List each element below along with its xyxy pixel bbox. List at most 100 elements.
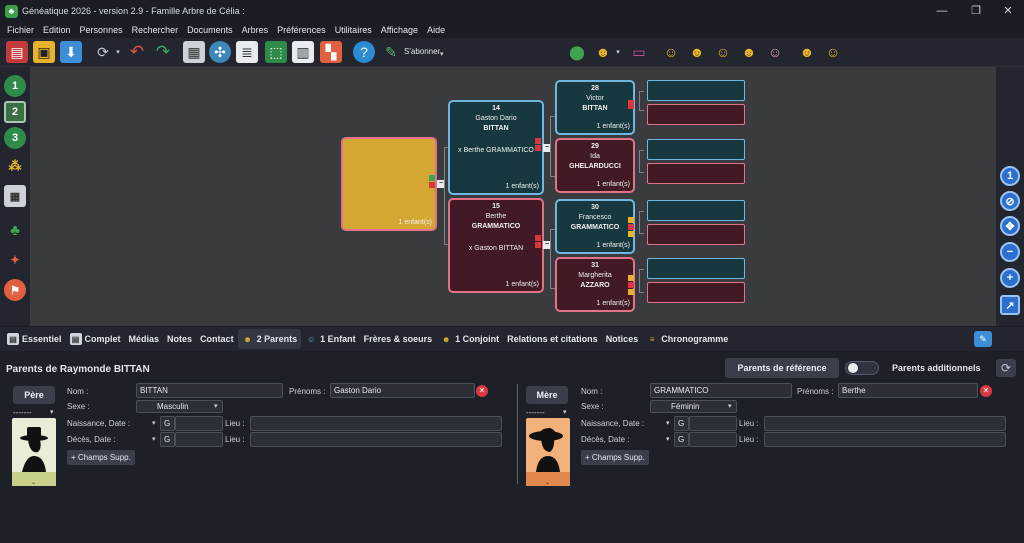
person-dropdown-icon[interactable]: ▾ [616, 49, 620, 56]
father-death-chevron-icon[interactable]: ▾ [152, 436, 156, 443]
mother-birth-place-input[interactable] [764, 416, 1006, 431]
briefcase-icon[interactable]: ⬚ [265, 41, 287, 63]
tab-enfant[interactable]: ☺1 Enfant [307, 334, 356, 344]
mother-clear-icon[interactable]: ✕ [980, 385, 992, 397]
redo-icon[interactable]: ↷ [155, 42, 171, 61]
father-birth-chevron-icon[interactable]: ▾ [152, 420, 156, 427]
mother-sexe-chevron-icon[interactable]: ▾ [728, 403, 732, 410]
mother-death-place-input[interactable] [764, 432, 1006, 447]
sync-dropdown-icon[interactable]: ▾ [116, 49, 120, 56]
mother-select-chevron-icon[interactable]: ▾ [563, 409, 567, 416]
menu-arbres[interactable]: Arbres [241, 25, 269, 35]
menu-preferences[interactable]: Préférences [277, 25, 326, 35]
father-prenoms-input[interactable]: Gaston Dario [330, 383, 475, 398]
mother-extra-fields-button[interactable]: + Champs Supp. [581, 450, 649, 465]
empty-parent-slot[interactable] [647, 80, 745, 101]
tree-options-icon[interactable]: ⁂ [8, 158, 22, 173]
person-card-30[interactable]: 30 Francesco GRAMMATICO 1 enfant(s) [555, 199, 635, 254]
grid-view-icon[interactable]: ▥ [292, 41, 314, 63]
father-portrait-chevron-icon[interactable]: ⌄ [31, 480, 37, 486]
edit-panel-icon[interactable]: ✎ [974, 331, 992, 347]
mother-portrait[interactable] [526, 418, 570, 486]
zoom-out-icon[interactable]: − [1000, 242, 1020, 262]
person-icon[interactable]: ☻ [595, 44, 611, 60]
tab-relations[interactable]: Relations et citations [507, 334, 598, 344]
zoom-fit-icon[interactable]: ⊘ [1000, 191, 1020, 211]
tab-medias[interactable]: Médias [128, 334, 160, 344]
empty-parent-slot[interactable] [647, 258, 745, 279]
collapse-toggle-icon[interactable]: − [543, 241, 551, 249]
person-card-29[interactable]: 29 Ida GHELARDUCCI 1 enfant(s) [555, 138, 635, 193]
mother-birth-date-input[interactable] [689, 416, 737, 431]
empty-parent-slot[interactable] [647, 224, 745, 245]
help-icon[interactable]: ? [353, 41, 375, 63]
export-icon[interactable]: ↗ [1000, 295, 1020, 315]
tree-level-3-icon[interactable]: 3 [4, 127, 26, 149]
mother-death-chevron-icon[interactable]: ▾ [666, 436, 670, 443]
mother-portrait-chevron-icon[interactable]: ⌄ [545, 480, 551, 486]
color-grid-icon[interactable]: ▚ [320, 41, 342, 63]
father-select[interactable]: ------- [13, 408, 32, 417]
printer-icon[interactable]: ▦ [4, 185, 26, 207]
empty-parent-slot[interactable] [647, 139, 745, 160]
menu-documents[interactable]: Documents [187, 25, 233, 35]
import-icon[interactable]: ⬇ [60, 41, 82, 63]
mother-birth-chevron-icon[interactable]: ▾ [666, 420, 670, 427]
father-birth-place-input[interactable] [250, 416, 502, 431]
document-icon[interactable]: ≣ [236, 41, 258, 63]
reference-parents-button[interactable]: Parents de référence [725, 358, 839, 378]
tree-canvas[interactable]: 1 enfant(s) − 14 Gaston Dario BITTAN x B… [30, 67, 996, 326]
tree-style-icon[interactable]: ✦ [9, 253, 21, 267]
mother-death-date-input[interactable] [689, 432, 737, 447]
additional-parents-toggle[interactable] [845, 361, 879, 375]
father-clear-icon[interactable]: ✕ [476, 385, 488, 397]
father-death-place-input[interactable] [250, 432, 502, 447]
tab-notices[interactable]: Notices [605, 334, 639, 344]
tree-level-1-icon[interactable]: 1 [4, 75, 26, 97]
mother-birth-calendar[interactable]: G [674, 416, 689, 431]
location-pin-icon[interactable]: ⬤ [569, 43, 585, 60]
father-death-calendar[interactable]: G [160, 432, 175, 447]
maximize-button[interactable]: ❐ [971, 5, 981, 17]
tree-flag-icon[interactable]: ⚑ [4, 279, 26, 301]
menu-aide[interactable]: Aide [427, 25, 446, 35]
sync-icon[interactable]: ⟳ [97, 43, 109, 60]
center-view-icon[interactable]: ✥ [1000, 216, 1020, 236]
menu-personnes[interactable]: Personnes [79, 25, 123, 35]
tree-delete-icon[interactable]: ♣ [10, 221, 20, 239]
tab-essentiel[interactable]: ▤Essentiel [3, 329, 66, 349]
person-edit-icon[interactable]: ☻ [799, 44, 815, 60]
close-button[interactable]: ✕ [1003, 5, 1013, 17]
print-icon[interactable]: ▦ [183, 41, 205, 63]
father-death-date-input[interactable] [175, 432, 223, 447]
father-birth-calendar[interactable]: G [160, 416, 175, 431]
mother-nom-input[interactable]: GRAMMATICO [650, 383, 792, 398]
empty-parent-slot[interactable] [647, 104, 745, 125]
person-add-icon[interactable]: ☺ [663, 44, 679, 60]
subscribe-button[interactable]: S'abonner [404, 47, 441, 56]
menu-affichage[interactable]: Affichage [380, 25, 419, 35]
menu-edition[interactable]: Edition [43, 25, 71, 35]
father-sexe-select[interactable]: Masculin [136, 400, 223, 413]
menu-utilitaires[interactable]: Utilitaires [334, 25, 372, 35]
minimize-button[interactable]: — [936, 5, 948, 17]
person-remove-icon[interactable]: ☺ [825, 44, 841, 60]
person-link-icon[interactable]: ☻ [689, 44, 705, 60]
tab-complet[interactable]: ▤Complet [66, 329, 125, 349]
tools-icon[interactable]: ✣ [209, 41, 231, 63]
subscribe-dropdown-icon[interactable]: ▾ [440, 51, 444, 58]
tree-level-2-icon[interactable]: 2 [4, 101, 26, 123]
tab-conjoint[interactable]: ☻1 Conjoint [441, 334, 500, 344]
mother-sexe-select[interactable]: Féminin [650, 400, 737, 413]
person-card-31[interactable]: 31 Margherita AZZARO 1 enfant(s) [555, 257, 635, 312]
couple-icon[interactable]: ☺ [715, 44, 731, 60]
root-person-card[interactable]: 1 enfant(s) [341, 137, 437, 231]
father-nom-input[interactable]: BITTAN [136, 383, 283, 398]
collapse-toggle-icon[interactable]: − [543, 144, 551, 152]
father-button[interactable]: Père [13, 386, 55, 404]
father-select-chevron-icon[interactable]: ▾ [50, 409, 54, 416]
mother-prenoms-input[interactable]: Berthe [838, 383, 978, 398]
empty-parent-slot[interactable] [647, 200, 745, 221]
father-extra-fields-button[interactable]: + Champs Supp. [67, 450, 135, 465]
refresh-icon[interactable]: ⟳ [996, 359, 1016, 377]
